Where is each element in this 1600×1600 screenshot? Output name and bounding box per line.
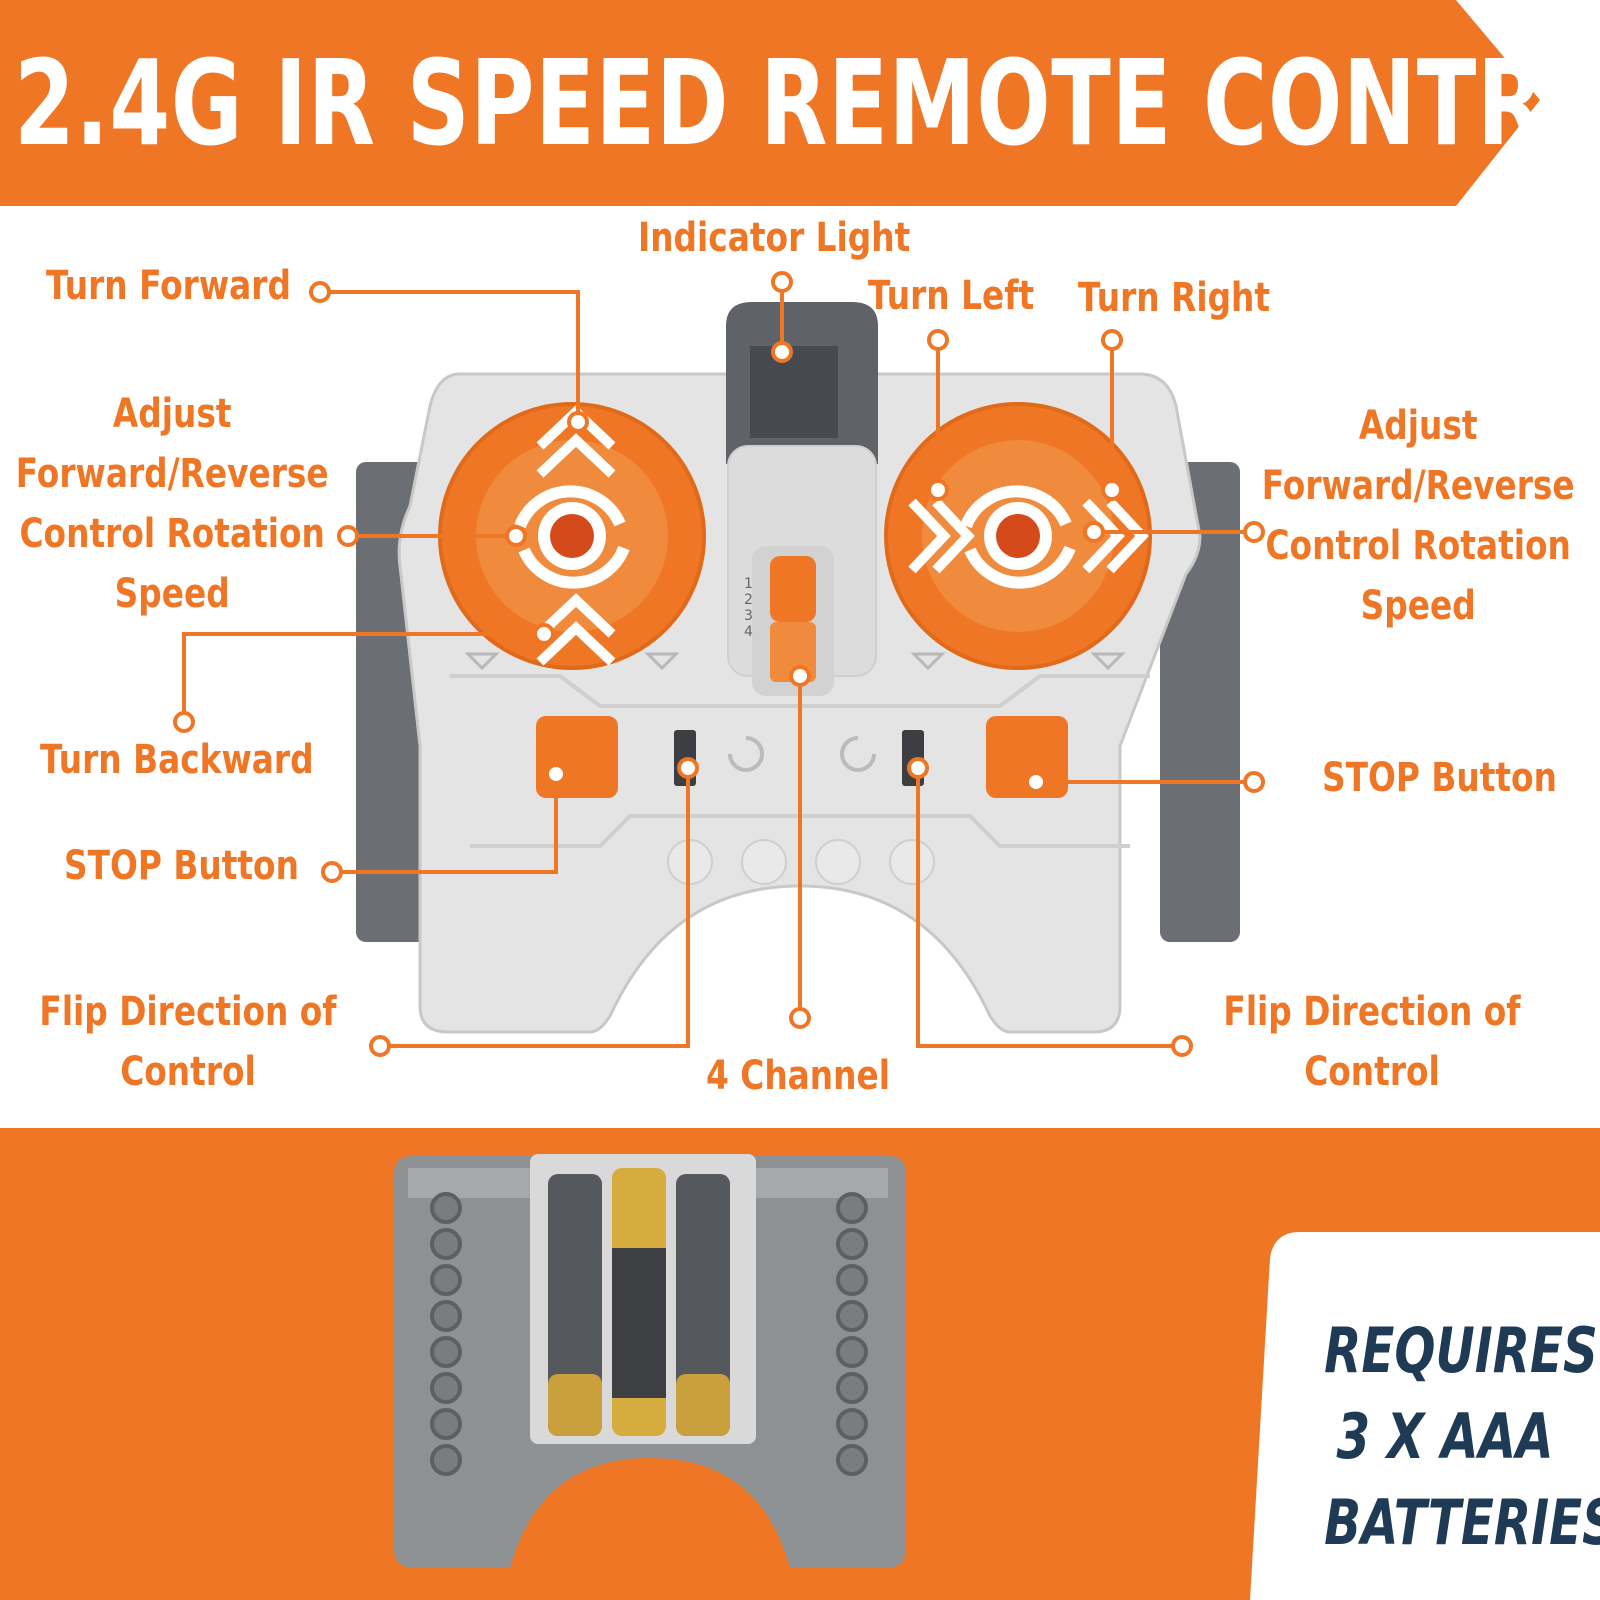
title-banner: 2.4G IR SPEED REMOTE CONTROL [0,0,1600,206]
label-stop-right: STOP Button [1322,755,1557,801]
reverse-direction-icon [840,736,876,772]
banner-shape [0,0,1540,206]
stop-button-right[interactable] [986,716,1068,798]
requirement-card [1250,1232,1600,1600]
callout-dots [173,271,1265,1057]
stop-button-left[interactable] [536,716,618,798]
remote-illustration: 1 2 3 4 [173,271,1265,1057]
label-turn-backward: Turn Backward [40,737,314,783]
channel-number: 3 [744,608,753,624]
channel-slider[interactable] [770,556,816,622]
label-flip-left: Flip Direction of Control [39,989,337,1095]
battery-section: REQUIRES 3 X AAA BATTERIES [0,1128,1600,1600]
left-speed-dial[interactable] [438,402,706,670]
right-speed-dial[interactable] [884,402,1152,670]
label-turn-right: Turn Right [1078,275,1271,321]
label-indicator-light: Indicator Light [638,215,911,261]
battery-illustration [394,1154,1600,1600]
battery-requirement: REQUIRES 3 X AAA BATTERIES [1324,1314,1600,1559]
remote-diagram: 1 2 3 4 [0,206,1600,1128]
channel-number: 1 [744,576,753,592]
indicator-light [750,346,838,438]
label-adjust-right: Adjust Forward/Reverse Control Rotation … [1261,403,1575,629]
label-stop-left: STOP Button [64,843,299,889]
label-adjust-left: Adjust Forward/Reverse Control Rotation … [15,391,329,617]
reverse-direction-icon [728,736,764,772]
page-title: 2.4G IR SPEED REMOTE CONTROL [14,34,1600,172]
label-turn-forward: Turn Forward [46,263,291,309]
callout-lines [182,284,1254,1048]
label-flip-right: Flip Direction of Control [1223,989,1521,1095]
channel-number: 4 [744,624,753,640]
label-turn-left: Turn Left [868,273,1035,319]
chevron-right-icon [908,498,1149,574]
rotate-arrows-icon [960,485,1076,589]
chevron-up-icon [536,405,616,666]
label-4-channel: 4 Channel [706,1053,890,1099]
battery-icon [548,1168,730,1436]
rotate-arrows-icon [514,485,630,589]
channel-number: 2 [744,592,753,608]
